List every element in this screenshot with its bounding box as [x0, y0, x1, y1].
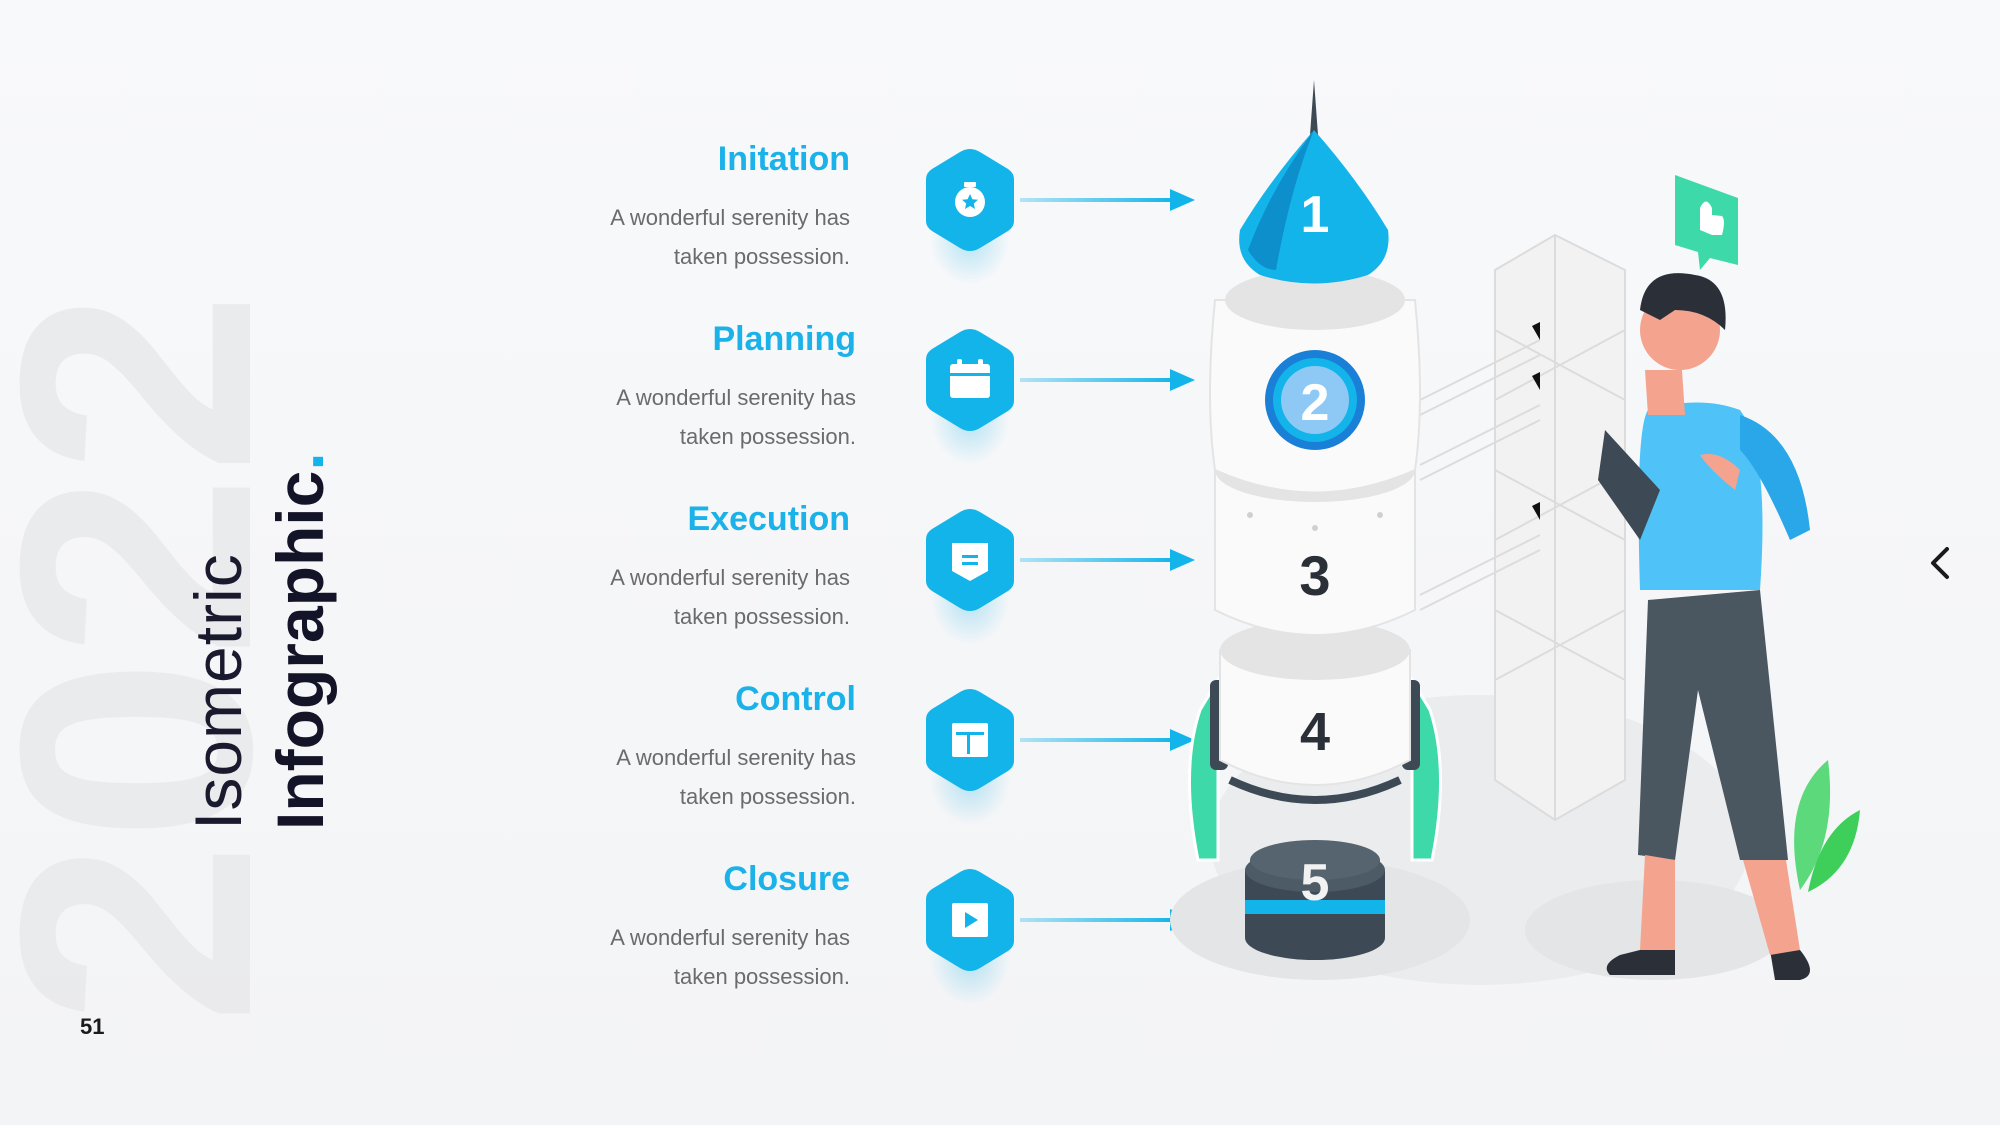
step-desc-line: A wonderful serenity has	[610, 205, 850, 230]
rocket-stage-2	[1209, 270, 1421, 494]
layout-icon	[952, 723, 988, 757]
step-title: Closure	[723, 860, 850, 898]
step-description: A wonderful serenity has taken possessio…	[530, 198, 850, 276]
title-line-2: Infographic.	[262, 452, 338, 830]
step-description: A wonderful serenity has taken possessio…	[530, 918, 850, 996]
plant	[1794, 760, 1860, 892]
step-hex	[920, 325, 1020, 465]
slide-title: Isometric Infographic.	[170, 420, 370, 830]
person	[1598, 273, 1810, 980]
step-desc-line: taken possession.	[679, 424, 856, 449]
step-desc-line: taken possession.	[673, 964, 850, 989]
step-hex	[920, 865, 1020, 1005]
stage-number-4: 4	[1300, 702, 1330, 762]
year-watermark: 2022	[0, 291, 280, 1025]
calendar-icon	[950, 359, 990, 398]
watermark-text: 2022	[0, 291, 280, 1025]
step-initation: Initation A wonderful serenity has taken…	[560, 140, 1195, 300]
rocket-base	[1245, 840, 1385, 960]
title-line-1: Isometric	[181, 553, 255, 830]
arrow-right-icon	[1020, 729, 1195, 751]
thumbs-up-icon	[1675, 175, 1738, 270]
step-title: Control	[735, 680, 856, 718]
step-title: Initation	[717, 140, 850, 178]
step-control: Control A wonderful serenity has taken p…	[560, 680, 1195, 840]
step-planning: Planning A wonderful serenity has taken …	[560, 320, 1195, 480]
step-desc-line: taken possession.	[679, 784, 856, 809]
title-dot: .	[263, 452, 337, 471]
arrow-right-icon	[1020, 369, 1195, 391]
step-description: A wonderful serenity has taken possessio…	[536, 738, 856, 816]
arrow-right-icon	[1020, 549, 1195, 571]
stage-number-5: 5	[1301, 854, 1330, 912]
rocket-illustration: 5 4 3 2 1	[1170, 80, 1860, 985]
step-description: A wonderful serenity has taken possessio…	[530, 558, 850, 636]
rocket-nose-cone	[1239, 80, 1389, 284]
play-icon	[952, 903, 988, 937]
step-execution: Execution A wonderful serenity has taken…	[560, 500, 1195, 660]
chevron-left-icon[interactable]	[1925, 545, 1955, 581]
step-closure: Closure A wonderful serenity has taken p…	[560, 860, 1195, 1020]
arrow-right-icon	[1020, 189, 1195, 211]
step-desc-line: A wonderful serenity has	[610, 925, 850, 950]
step-desc-line: A wonderful serenity has	[610, 565, 850, 590]
badge-icon	[952, 543, 988, 581]
medal-icon	[955, 182, 985, 217]
step-desc-line: taken possession.	[673, 604, 850, 629]
step-hex	[920, 145, 1020, 285]
rocket-stage-4	[1219, 620, 1411, 804]
stage-number-1: 1	[1301, 186, 1330, 244]
stage-number-2: 2	[1301, 374, 1330, 432]
step-hex	[920, 685, 1020, 825]
stage-number-3: 3	[1299, 544, 1330, 607]
step-description: A wonderful serenity has taken possessio…	[536, 378, 856, 456]
step-title: Execution	[687, 500, 850, 538]
step-title: Planning	[712, 320, 856, 358]
launch-tower	[1419, 233, 1626, 822]
step-desc-line: A wonderful serenity has	[616, 745, 856, 770]
step-desc-line: taken possession.	[673, 244, 850, 269]
step-desc-line: A wonderful serenity has	[616, 385, 856, 410]
step-hex	[920, 505, 1020, 645]
title-line-2-text: Infographic	[263, 470, 337, 830]
page-number: 51	[80, 1014, 105, 1039]
